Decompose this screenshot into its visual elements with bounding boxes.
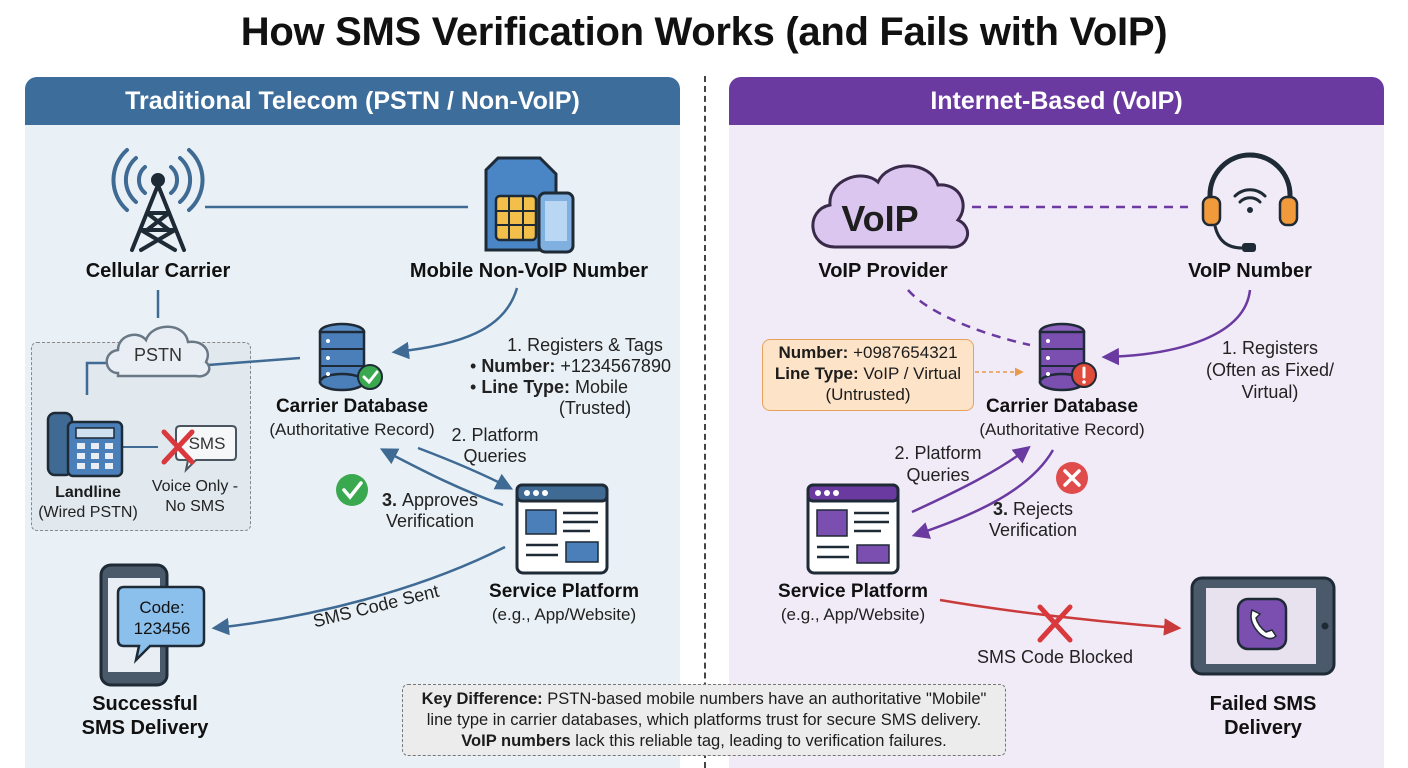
callout-line-type-row: Line Type: VoIP / Virtual [774, 364, 962, 383]
step2-label-a: 2. Platform [451, 425, 539, 445]
voip-step2-a: 2. Platform [894, 443, 982, 463]
success-label-a: Successful [92, 693, 198, 715]
headset-icon [1201, 152, 1299, 252]
voip-step3-a: 3. Rejects [992, 499, 1074, 519]
carrier-db-subtitle: (Authoritative Record) [269, 420, 435, 439]
sim-phone-icon [484, 156, 575, 254]
no-sms-label: No SMS [165, 498, 225, 515]
line-type-row: • Line Type: Mobile [470, 377, 629, 397]
key-line-1: Key Difference: PSTN-based mobile number… [421, 690, 987, 708]
sms-blocked-label: SMS Code Blocked [976, 647, 1134, 667]
voip-connectors [907, 205, 1252, 636]
pstn-connectors [85, 205, 519, 636]
sms-icon-label: SMS [189, 434, 226, 453]
pstn-label: PSTN [133, 345, 182, 365]
voip-number-callout: Number: +0987654321 Line Type: VoIP / Vi… [762, 339, 974, 411]
landline-title: Landline [55, 484, 121, 501]
voip-panel-header: Internet-Based (VoIP) [729, 77, 1384, 125]
cellular-carrier-label: Cellular Carrier [85, 260, 231, 282]
service-platform-subtitle: (e.g., App/Website) [491, 605, 637, 624]
landline-phone-icon [46, 411, 124, 478]
code-label: Code: [139, 598, 185, 617]
key-difference-box: Key Difference: PSTN-based mobile number… [402, 684, 1006, 756]
voip-carrier-db-subtitle: (Authoritative Record) [979, 420, 1145, 439]
key-line-3: VoIP numbers lack this reliable tag, lea… [461, 732, 947, 750]
step3-label-a: 3. Approves [381, 490, 479, 510]
x-circle-icon [1056, 462, 1088, 494]
browser-window-icon-voip [806, 483, 900, 575]
step3-label-b: Verification [385, 511, 475, 531]
voice-only-label: Voice Only - [151, 478, 239, 495]
voip-provider-label: VoIP Provider [818, 260, 948, 282]
callout-number-row: Number: +0987654321 [778, 343, 958, 362]
trusted-note: (Trusted) [558, 398, 632, 418]
failed-label-b: Delivery [1224, 717, 1302, 739]
voip-carrier-db-title: Carrier Database [985, 396, 1139, 417]
code-value: 123456 [133, 619, 191, 638]
blocked-x-icon [1037, 604, 1073, 643]
phone-code-icon [99, 563, 206, 687]
success-label-b: SMS Delivery [81, 717, 209, 739]
voip-service-platform-subtitle: (e.g., App/Website) [780, 605, 926, 624]
number-row: • Number: +1234567890 [470, 356, 671, 376]
voip-step2-b: Queries [906, 465, 970, 485]
pstn-panel-header: Traditional Telecom (PSTN / Non-VoIP) [25, 77, 680, 125]
voip-cloud-label: VoIP [841, 198, 919, 239]
tablet-viber-icon [1190, 576, 1336, 676]
cell-tower-icon [111, 148, 205, 252]
voip-service-platform-title: Service Platform [778, 581, 928, 602]
check-circle-icon [336, 474, 368, 506]
callout-untrusted-note: (Untrusted) [825, 385, 911, 404]
voip-step1-a: 1. Registers [1221, 338, 1319, 358]
page-title: How SMS Verification Works (and Fails wi… [240, 10, 1168, 54]
mobile-number-label: Mobile Non-VoIP Number [409, 260, 649, 282]
pstn-cloud-icon [105, 325, 211, 378]
voip-step1-b: (Often as Fixed/ [1205, 360, 1335, 380]
sms-blocked-icon: SMS [161, 425, 237, 474]
database-alert-icon [1038, 322, 1097, 392]
step1-label: 1. Registers & Tags [507, 335, 663, 355]
voip-number-label: VoIP Number [1188, 260, 1312, 282]
carrier-db-title: Carrier Database [275, 396, 429, 417]
voip-step1-c: Virtual) [1241, 382, 1299, 402]
failed-label-a: Failed SMS [1209, 693, 1317, 715]
voip-step3-b: Verification [988, 520, 1078, 540]
database-check-icon [318, 322, 383, 392]
landline-subtitle: (Wired PSTN) [38, 504, 138, 521]
browser-window-icon [515, 483, 609, 575]
voip-cloud-icon [811, 164, 970, 249]
center-divider [704, 76, 706, 768]
step2-label-b: Queries [463, 446, 527, 466]
service-platform-title: Service Platform [489, 581, 639, 602]
key-line-2: line type in carrier databases, which pl… [426, 711, 982, 729]
